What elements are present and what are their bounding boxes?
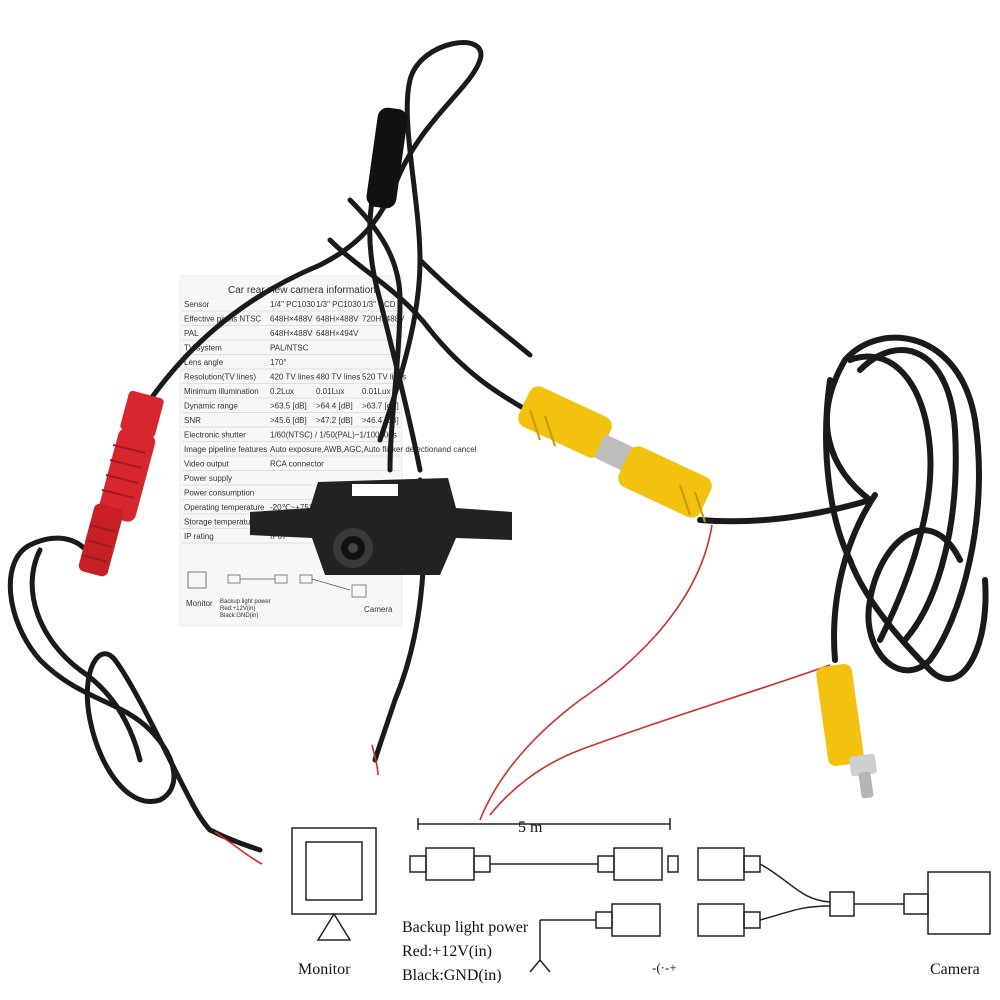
camera-red-wire-end [371,744,379,776]
spec-row-value: 1/4" PC1030 [270,300,316,309]
spec-sheet-title: Car rear view camera information [228,285,376,296]
red-power-connector [78,390,164,577]
spec-row-value: 170° [270,358,287,367]
spec-row-label: Electronic shutter [184,431,246,440]
spec-row-label: PAL [184,329,199,338]
diagram-camera-label: Camera [930,961,980,978]
spec-row-value: 420 TV lines [270,373,314,382]
spec-row-label: Lens angle [184,358,224,367]
spec-row-value: 0.2Lux [270,387,294,396]
diagram-monitor-label: Monitor [298,961,351,978]
spec-row-label: Operating temperature [184,503,265,512]
spec-row-label: Image pipeline features [184,445,267,454]
spec-row-label: Video output [184,460,230,469]
spec-row-value: PAL/NTSC [270,344,309,353]
coiled-extension-cable [697,334,989,682]
spec-sheet: Car rear view camera information Sensor 1… [179,275,477,627]
spec-mini-diagram: Monitor Camera Backup light power Red:+1… [186,571,393,619]
spec-row-value: 648H×488V [270,329,313,338]
spec-row-label: TV system [184,344,222,353]
trigger-red-wire-2 [489,664,831,816]
yellow-rca-connector-pair [518,386,712,523]
spec-row-value: 1/3" PC1030 [316,300,362,309]
rear-view-camera [250,478,512,575]
spec-row-label: Resolution(TV lines) [184,373,256,382]
diagram-distance-label: 5 m [518,819,543,836]
spec-row-value: 520 TV lines [362,373,406,382]
spec-row-value: -20℃~+75℃ [270,503,318,512]
spec-row-label: IP rating [184,532,214,541]
yellow-rca-plug [816,664,877,799]
spec-row-value: 648H×488V [316,315,359,324]
diagram-red-label: Red:+12V(in) [402,943,492,960]
left-red-wire-end [214,831,263,865]
diagram-black-label: Black:GND(in) [402,967,502,984]
spec-row-label: SNR [184,416,201,425]
spec-mini-monitor: Monitor [186,599,213,608]
spec-row-value: 0.01Lux [362,387,390,396]
spec-row-value: 480 TV lines [316,373,360,382]
trigger-red-wire [479,524,713,821]
spec-mini-red: Red:+12V(in) [220,606,256,612]
spec-row-label: Power consumption [184,489,254,498]
spec-row-label: Sensor [184,300,210,309]
spec-row-label: Storage temperature [184,518,258,527]
spec-mini-camera: Camera [364,605,393,614]
spec-row-value: RCA connector [270,460,324,469]
spec-mini-power: Backup light power [220,599,271,605]
spec-row-value: 1/60(NTSC) / 1/50(PAL)~1/100000s [270,431,397,440]
inline-junction-sleeve [366,107,408,209]
spec-row-label: Effective pixels NTSC [184,315,261,324]
spec-row-value: 0.01Lux [316,387,344,396]
spec-row-label: Power supply [184,474,232,483]
spec-row-value: >45.6 [dB] [270,416,307,425]
spec-row-value: >63.7 [dB] [362,402,399,411]
diagram-polarity-label: -(·-+ [652,960,677,975]
wiring-diagram [291,818,991,973]
diagram-power-label: Backup light power [402,919,529,936]
spec-row-label: Dynamic range [184,402,238,411]
spec-row-value: IP67 [270,532,287,541]
spec-row-value: Auto exposure,AWB,AGC,Auto flicker detec… [270,445,477,454]
spec-row-value: >47.2 [dB] [316,416,353,425]
spec-row-value: >64.4 [dB] [316,402,353,411]
spec-row-value: >46.4 [dB] [362,416,399,425]
spec-mini-black: Black:GND(in) [220,613,258,619]
diagram-monitor [291,827,377,915]
spec-row-value: 648H×494V [316,329,359,338]
spec-row-value: 648H×488V [270,315,313,324]
spec-row-label: Minimum illumination [184,387,259,396]
spec-row-value: >63.5 [dB] [270,402,307,411]
